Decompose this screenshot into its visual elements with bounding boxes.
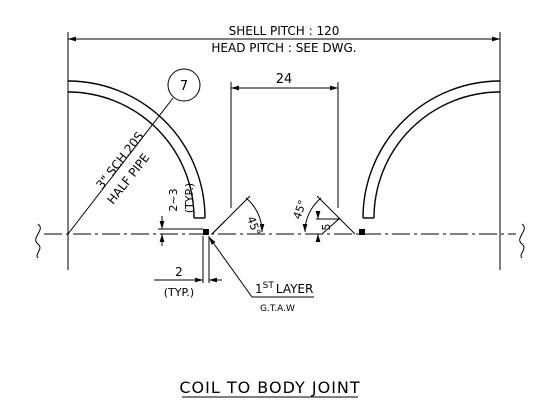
weld-process-label: G.T.A.W <box>260 304 295 314</box>
shell-pitch-dimension: SHELL PITCH : 120 HEAD PITCH : SEE DWG. <box>67 24 501 270</box>
callout-bubble <box>167 68 201 102</box>
left-weld-bead <box>203 229 209 235</box>
height-dimension: 5 <box>315 211 340 242</box>
callout-leader <box>67 97 174 235</box>
height-value: 5 <box>320 224 333 231</box>
offset-value: 2 <box>175 265 183 279</box>
callout-number: 7 <box>180 79 188 94</box>
left-break-symbol <box>35 223 41 259</box>
gap-value: 24 <box>276 72 293 87</box>
right-angle-arc <box>302 197 322 233</box>
left-angle-label: 45° <box>244 215 263 238</box>
weld-leader <box>208 236 253 298</box>
right-pipe-inner-arc <box>373 91 501 219</box>
left-half-pipe <box>67 80 209 235</box>
right-break-symbol <box>519 223 525 259</box>
left-angle-arc <box>245 197 265 233</box>
shell-pitch-label: SHELL PITCH : 120 <box>229 24 340 38</box>
gap-dimension: 24 <box>230 72 339 208</box>
right-bevel-root <box>321 217 341 235</box>
right-angle-label: 45° <box>291 198 310 221</box>
range-note: (TYP.) <box>183 183 196 213</box>
drawing-title: COIL TO BODY JOINT <box>179 378 360 397</box>
head-pitch-label: HEAD PITCH : SEE DWG. <box>211 41 356 55</box>
right-bevel-line <box>316 195 356 235</box>
left-bevel-symbol: 45° <box>211 195 265 238</box>
offset-note: (TYP.) <box>164 286 194 299</box>
left-pipe-inner-arc <box>67 91 195 219</box>
right-bevel-symbol: 45° <box>291 195 356 235</box>
offset-dimension: 2 (TYP.) <box>154 236 222 299</box>
right-pipe-outer-arc <box>362 80 501 219</box>
drawing-title-block: COIL TO BODY JOINT <box>179 378 360 398</box>
shell-centerline <box>35 223 525 259</box>
right-weld-bead <box>359 229 365 235</box>
left-bevel-root <box>211 220 226 235</box>
range-dimension: 2~3 (TYP.) <box>158 183 203 246</box>
left-pipe-outer-arc <box>67 80 206 219</box>
range-value: 2~3 <box>167 188 180 211</box>
right-half-pipe <box>359 80 501 235</box>
